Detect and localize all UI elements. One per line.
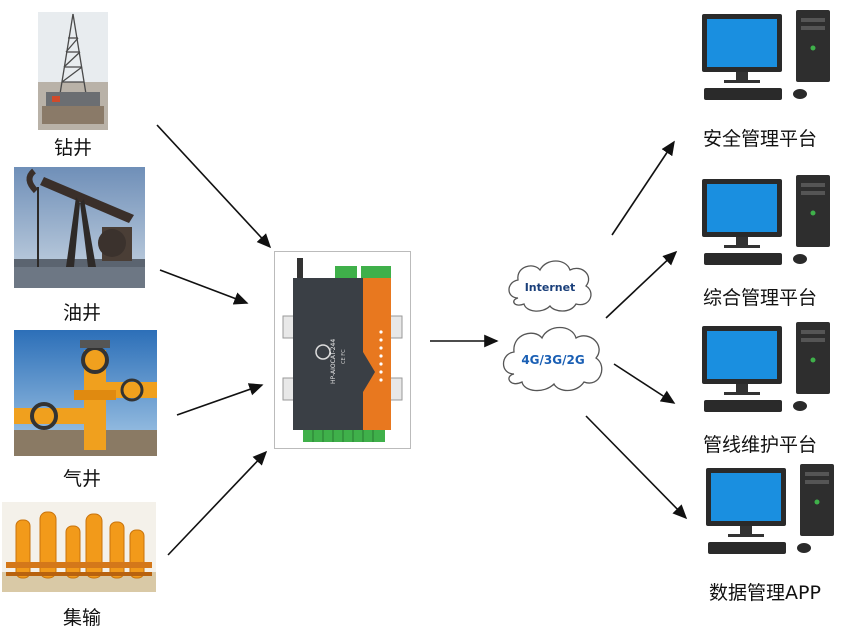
pc-integrated <box>700 173 840 273</box>
pc-pipeline <box>700 320 840 420</box>
separator-tanks-image <box>2 502 156 592</box>
platform-label-security: 安全管理平台 <box>702 128 817 150</box>
pumpjack-image <box>14 167 145 288</box>
gateway-device: HP-AIOCAT-244 CE FC <box>275 252 410 448</box>
arrow-data-app <box>585 415 688 520</box>
drilling-rig-image <box>38 12 108 130</box>
mobile-network-cloud: 4G/3G/2G <box>498 318 608 398</box>
keyboard-icon <box>704 88 782 100</box>
arrow-pipeline <box>613 363 676 404</box>
source-label-gas: 气井 <box>62 468 101 490</box>
platform-label-integrated: 综合管理平台 <box>702 287 817 309</box>
source-label-drilling: 钻井 <box>53 137 92 159</box>
antenna-icon <box>297 258 303 278</box>
arrow-gas <box>176 383 264 416</box>
pc-data-app <box>704 462 844 562</box>
internet-cloud-label: Internet <box>525 281 576 294</box>
mouse-icon <box>793 89 807 99</box>
arrow-drilling <box>156 124 272 249</box>
svg-text:CE FC: CE FC <box>341 349 347 364</box>
pc-security <box>700 8 840 108</box>
device-model-label: HP-AIOCAT-244 <box>330 339 337 384</box>
arrow-integrated <box>605 250 678 319</box>
source-label-oil: 油井 <box>62 302 101 324</box>
source-label-gathering: 集输 <box>62 607 101 629</box>
arrow-security <box>611 140 675 236</box>
platform-label-pipeline: 管线维护平台 <box>702 434 817 456</box>
arrow-oil <box>159 269 249 305</box>
platform-label-data-app: 数据管理APP <box>709 582 821 604</box>
mobile-cloud-label: 4G/3G/2G <box>521 353 584 367</box>
internet-cloud: Internet <box>504 254 596 316</box>
gas-wellhead-image <box>14 330 157 456</box>
arrow-gathering <box>167 450 268 556</box>
